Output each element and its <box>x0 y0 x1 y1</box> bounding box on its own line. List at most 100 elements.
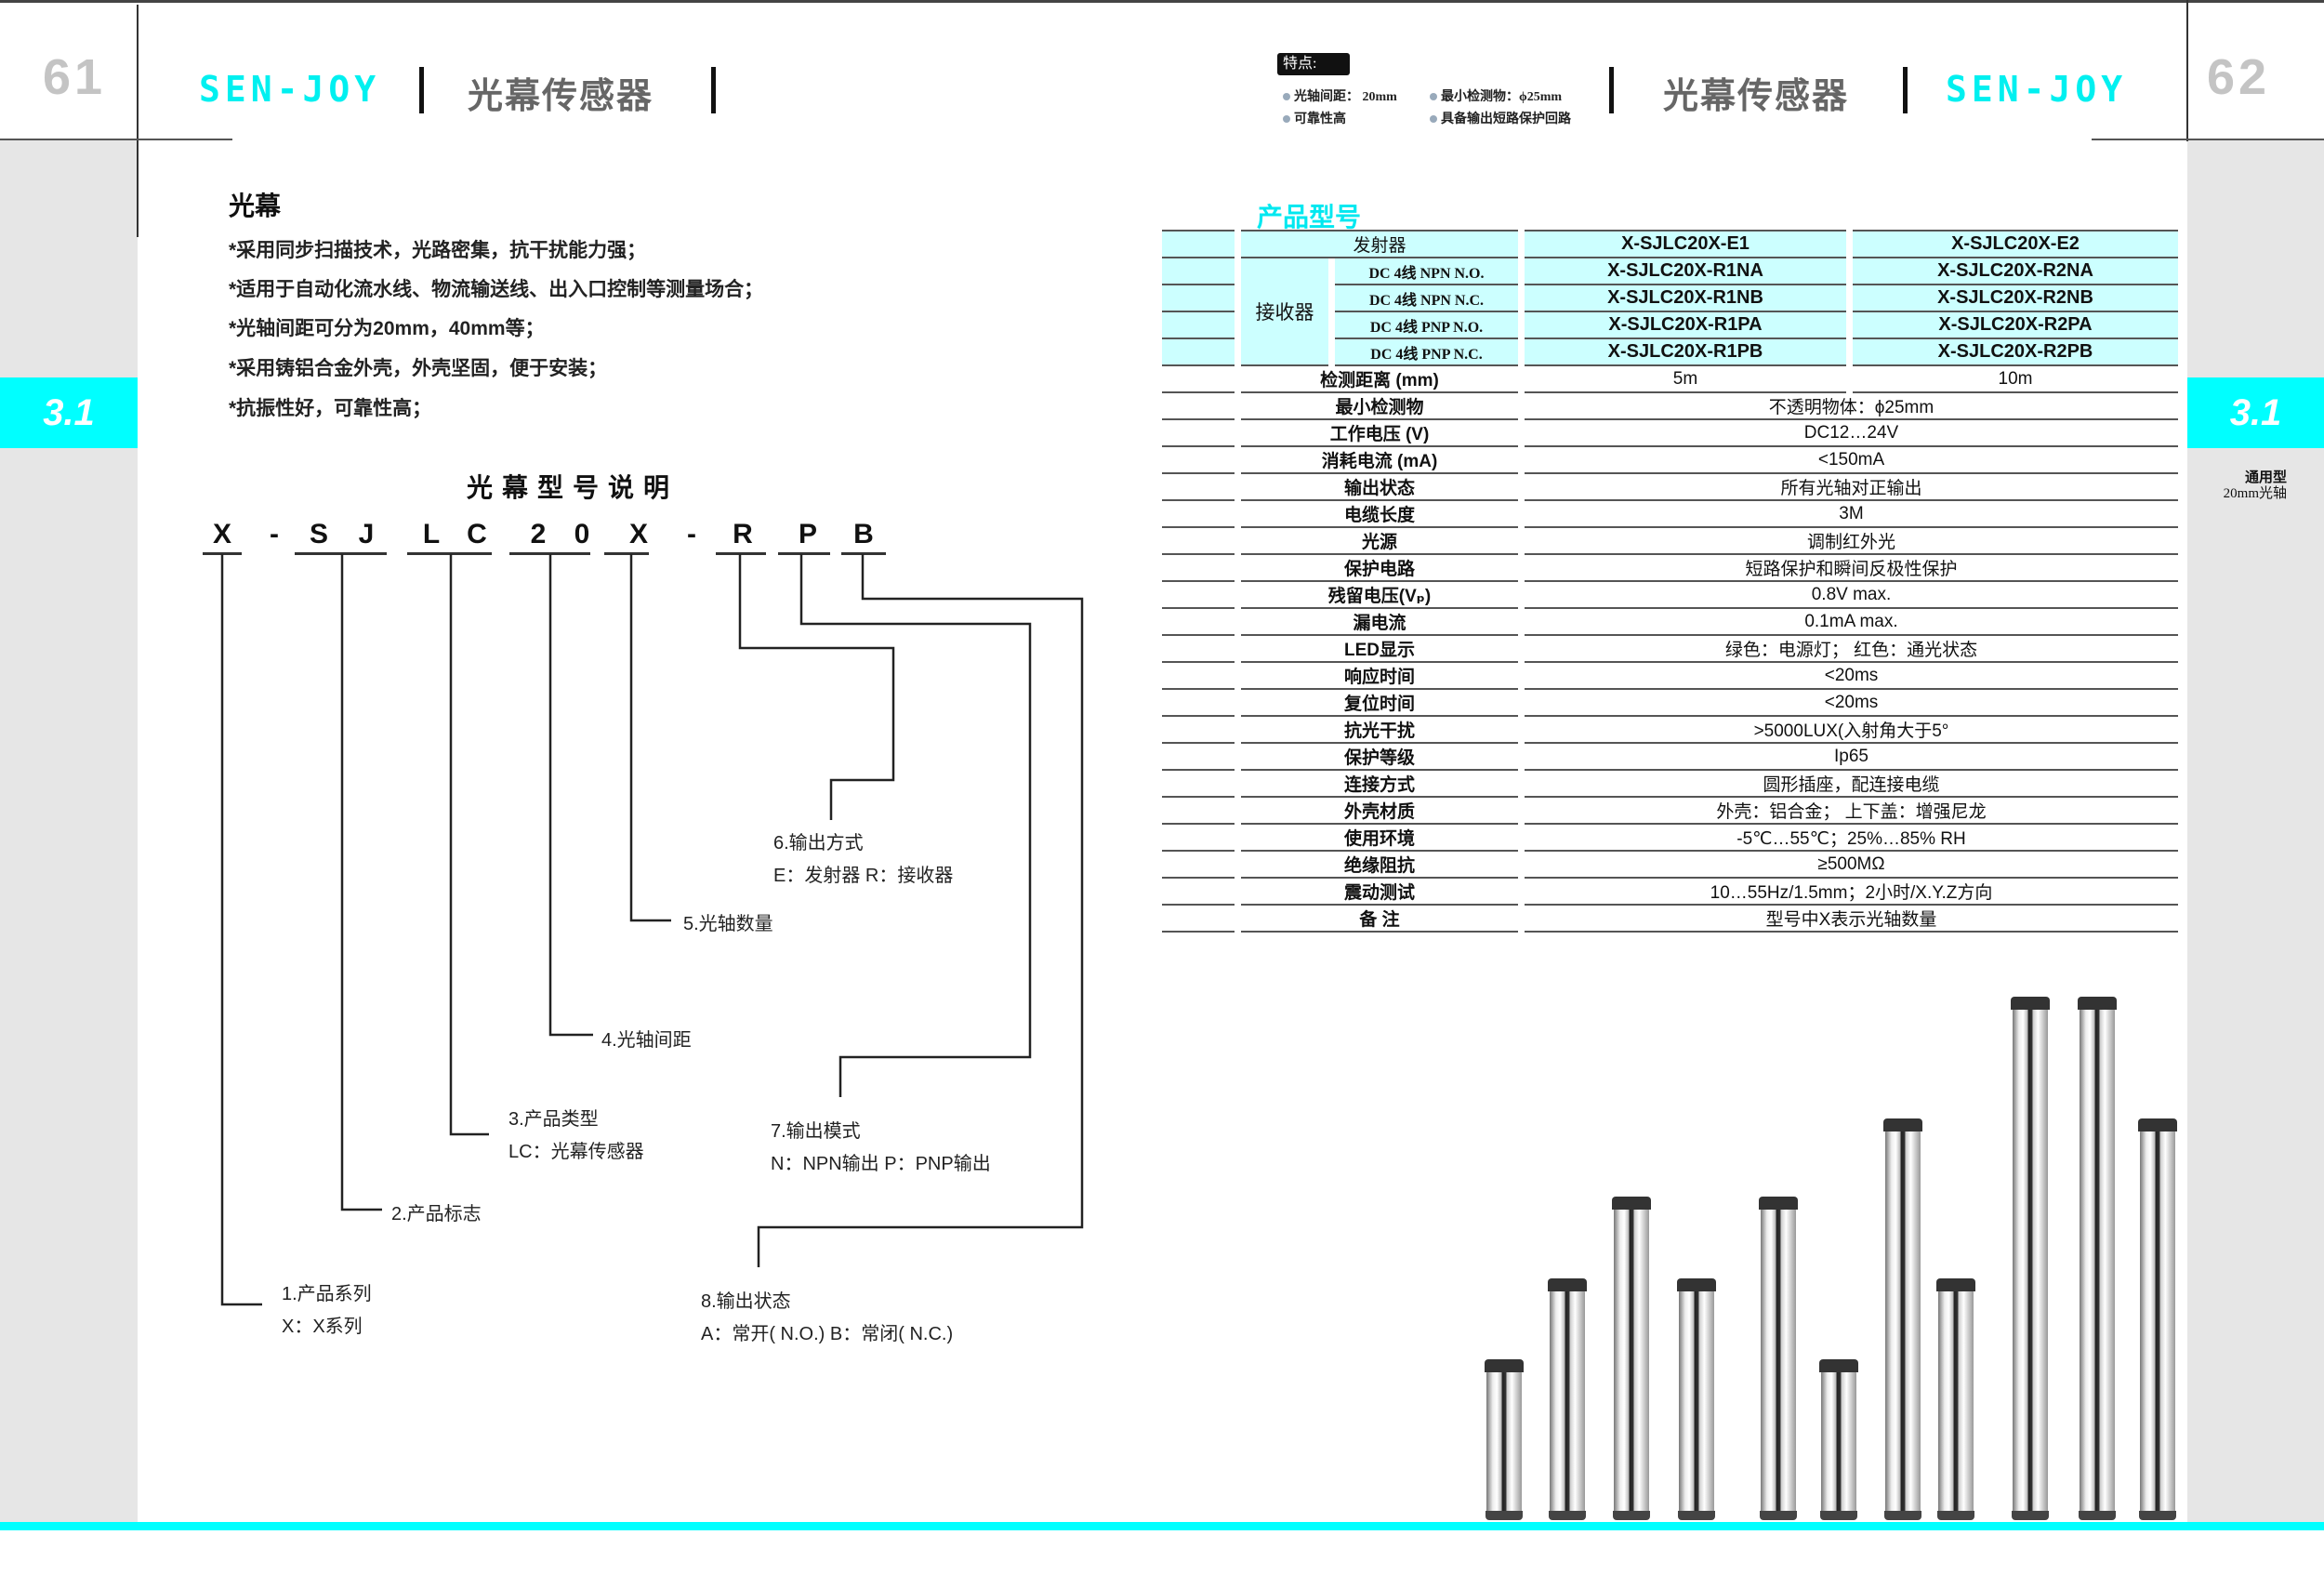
left-sidebar-strip <box>0 139 138 1522</box>
spec-value: Ip65 <box>1525 744 2178 771</box>
table-row-receiver: 接收器 DC 4线 NPN N.O. X-SJLC20X-R1NA X-SJLC… <box>1162 258 2178 366</box>
spec-label: 漏电流 <box>1241 609 1518 636</box>
row-marker <box>1162 717 1235 744</box>
row-marker <box>1162 528 1235 555</box>
connector-line <box>340 554 382 1211</box>
model-underline <box>778 552 830 555</box>
model-char: X <box>212 519 231 549</box>
spec-value: 所有光轴对正输出 <box>1525 474 2178 501</box>
model-char: - <box>687 519 696 549</box>
spec-value: 5m <box>1525 366 1846 393</box>
light-curtain-sensor <box>1677 1278 1716 1520</box>
spec-label: 震动测试 <box>1241 879 1518 906</box>
table-row-spec: 复位时间 <20ms <box>1162 690 2178 717</box>
header-separator <box>1609 67 1614 113</box>
top-border <box>0 0 2324 3</box>
left-divider-h <box>0 139 232 140</box>
connector-line <box>629 554 671 922</box>
feature-bullet: *采用同步扫描技术，光路密集，抗干扰能力强； <box>229 240 647 261</box>
spec-label: 保护电路 <box>1241 555 1518 582</box>
spec-value: 调制红外光 <box>1525 528 2178 555</box>
legend-title: 2.产品标志 <box>391 1204 482 1224</box>
row-marker <box>1162 285 1235 312</box>
spec-label: 输出状态 <box>1241 474 1518 501</box>
legend-desc: N：NPN输出 P：PNP输出 <box>771 1154 991 1174</box>
row-marker <box>1162 501 1235 528</box>
table-title: 产品型号 <box>1257 203 1362 232</box>
spec-label: 工作电压 (V) <box>1241 420 1518 447</box>
feature-bullet: *采用铸铝合金外壳，外壳坚固，便于安装； <box>229 358 608 379</box>
table-row-receiver: DC 4线 PNP N.C. X-SJLC20X-R1PB X-SJLC20X-… <box>1162 339 2178 366</box>
row-marker <box>1162 609 1235 636</box>
features-label: 特点: <box>1277 53 1350 75</box>
spec-label: 外壳材质 <box>1241 798 1518 825</box>
table-row-emitter: 发射器 X-SJLC20X-E1 X-SJLC20X-E2 <box>1162 230 2178 258</box>
right-sidebar-strip <box>2187 139 2324 1522</box>
model-char: S <box>309 519 328 549</box>
table-row-spec: 震动测试 10…55Hz/1.5mm；2小时/X.Y.Z方向 <box>1162 879 2178 906</box>
row-marker <box>1162 393 1235 420</box>
light-curtain-sensor <box>1548 1278 1587 1520</box>
legend-desc: E：发射器 R：接收器 <box>773 866 954 886</box>
feature-item: 可靠性高 <box>1283 109 1346 127</box>
bullet-dot-icon <box>1430 93 1437 100</box>
model-underline <box>407 552 492 555</box>
table-row-receiver: DC 4线 NPN N.C. X-SJLC20X-R1NB X-SJLC20X-… <box>1162 285 2178 312</box>
light-curtain-sensor <box>2138 1118 2177 1520</box>
feature-bullet: *适用于自动化流水线、物流输送线、出入口控制等测量场合； <box>229 279 764 300</box>
legend-title: 1.产品系列 <box>282 1284 372 1304</box>
row-marker <box>1162 339 1235 366</box>
header-title-right: 光幕传感器 <box>1663 77 1850 116</box>
table-row-spec: 残留电压(Vₚ)0.8V max. <box>1162 582 2178 609</box>
spec-value: 10…55Hz/1.5mm；2小时/X.Y.Z方向 <box>1525 879 2178 906</box>
table-row-spec: 消耗电流 (mA)<150mA <box>1162 447 2178 474</box>
section-tab-left[interactable]: 3.1 <box>0 377 138 448</box>
legend-title: 3.产品类型 <box>508 1109 599 1130</box>
spec-value: <20ms <box>1525 690 2178 717</box>
spec-value: 短路保护和瞬间反极性保护 <box>1525 555 2178 582</box>
model-char: B <box>853 519 874 549</box>
spec-label: 光源 <box>1241 528 1518 555</box>
light-curtain-sensor <box>1759 1197 1798 1520</box>
light-curtain-sensor <box>1819 1359 1858 1520</box>
light-curtain-sensor <box>1612 1197 1651 1520</box>
bullet-dot-icon <box>1283 115 1290 123</box>
row-marker <box>1162 582 1235 609</box>
header-separator <box>419 67 424 113</box>
receiver-type: DC 4线 PNP N.C. <box>1335 339 1518 366</box>
feature-item: 具备输出短路保护回路 <box>1430 109 1571 127</box>
feature-text: 可靠性高 <box>1294 112 1346 126</box>
row-marker <box>1162 420 1235 447</box>
model-cell: X-SJLC20X-R1NB <box>1525 285 1846 312</box>
row-marker <box>1162 663 1235 690</box>
table-row-spec: 连接方式圆形插座，配连接电缆 <box>1162 771 2178 798</box>
row-marker <box>1162 230 1235 258</box>
spec-label: 连接方式 <box>1241 771 1518 798</box>
receiver-type: DC 4线 PNP N.O. <box>1335 312 1518 339</box>
section-tab-right[interactable]: 3.1 <box>2187 377 2324 448</box>
model-char: J <box>358 519 375 549</box>
table-row-spec: 光源调制红外光 <box>1162 528 2178 555</box>
light-curtain-sensor <box>2011 997 2050 1520</box>
row-marker <box>1162 906 1235 933</box>
table-row-spec: 最小检测物不透明物体：ϕ25mm <box>1162 393 2178 420</box>
model-char: - <box>270 519 279 549</box>
spec-label: 复位时间 <box>1241 690 1518 717</box>
table-row-spec: 备 注型号中X表示光轴数量 <box>1162 906 2178 933</box>
light-curtain-sensor <box>1883 1118 1922 1520</box>
row-marker <box>1162 474 1235 501</box>
row-marker <box>1162 447 1235 474</box>
connector-line <box>449 554 489 1136</box>
spec-label: 使用环境 <box>1241 825 1518 852</box>
model-underline <box>604 552 649 555</box>
spec-label: 备 注 <box>1241 906 1518 933</box>
model-explanation-title: 光幕型号说明 <box>467 473 680 502</box>
spec-value: 型号中X表示光轴数量 <box>1525 906 2178 933</box>
spec-value: <20ms <box>1525 663 2178 690</box>
light-curtain-sensor <box>1485 1359 1524 1520</box>
connector-line <box>799 554 1032 1097</box>
table-row-spec: 响应时间<20ms <box>1162 663 2178 690</box>
